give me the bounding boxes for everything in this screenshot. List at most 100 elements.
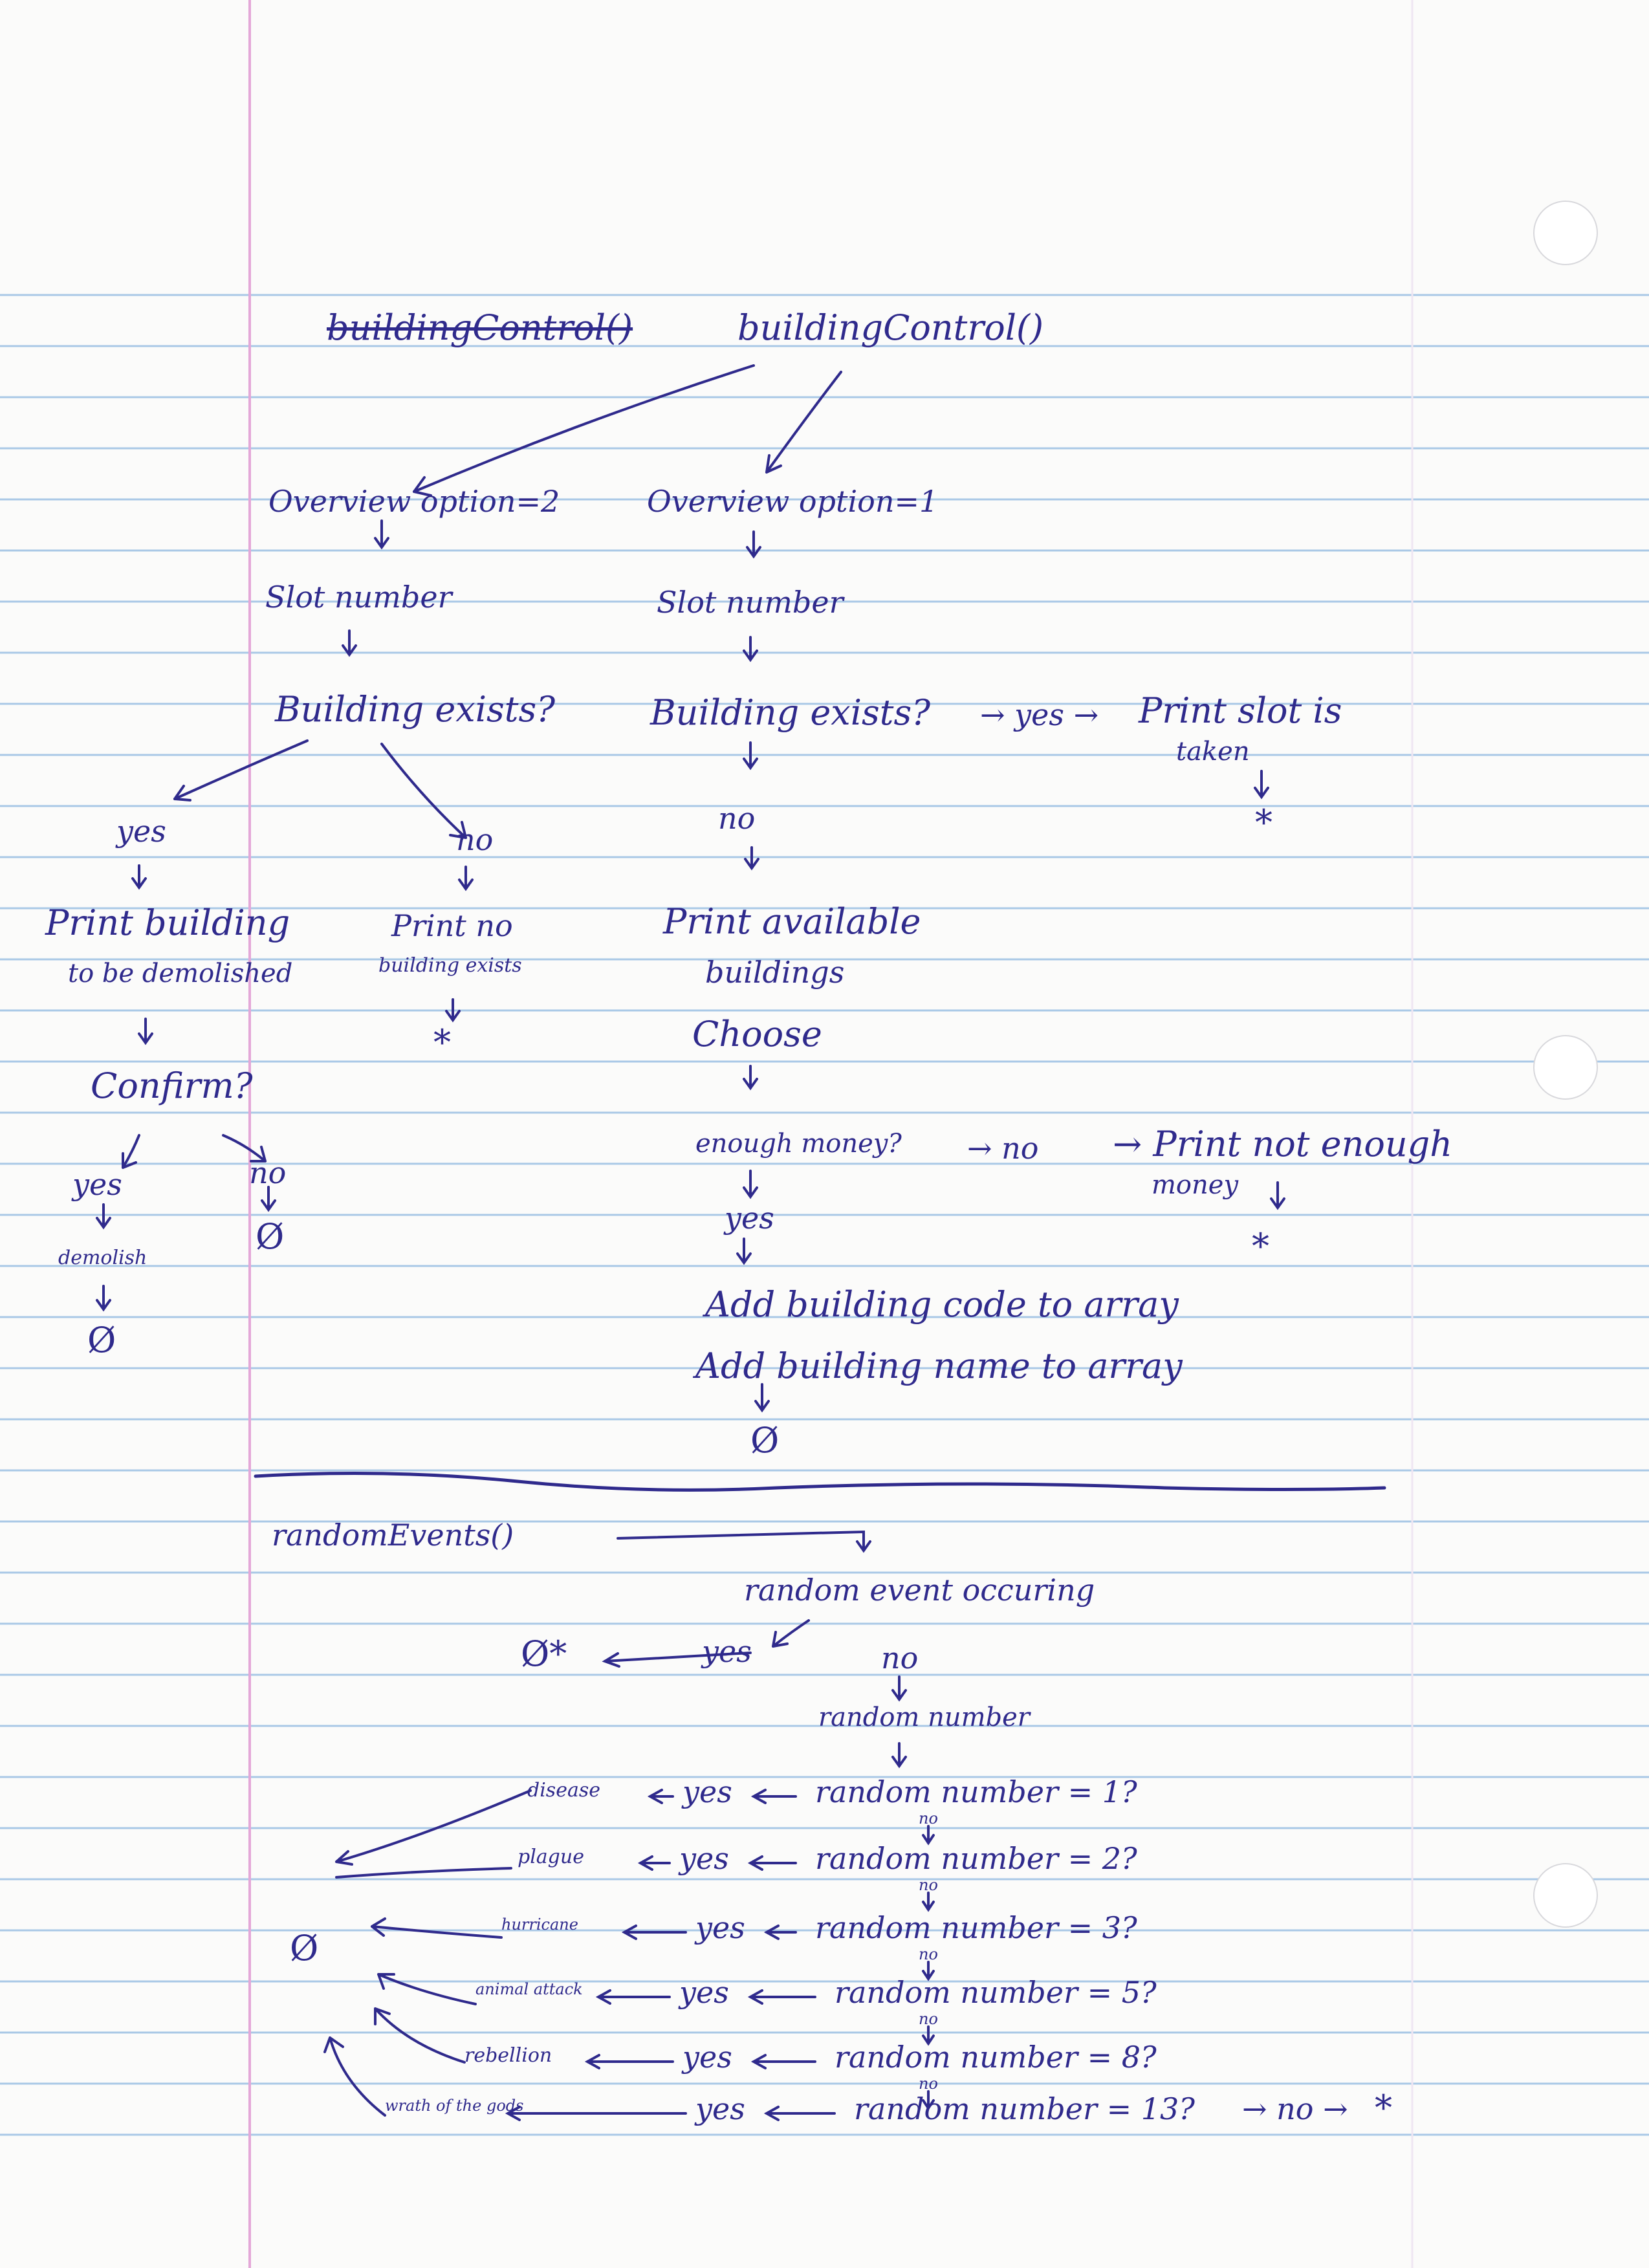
arrow-confirm-no — [222, 1134, 267, 1162]
event-test-label: random number = 2? — [815, 1841, 1137, 1876]
arrow-test-to-yes — [747, 1855, 797, 1871]
arrow-title-to-left — [413, 364, 755, 497]
arrow-yes-to-end — [602, 1652, 752, 1668]
left-option-label: Overview option=2 — [268, 484, 560, 519]
arrow-title-to-right — [765, 371, 842, 474]
print-taken-label-2: taken — [1176, 737, 1250, 767]
occurring-yes-label: yes — [702, 1634, 752, 1669]
arrow-event-no-down — [922, 1825, 935, 1846]
event-result-label: animal attack — [475, 1980, 583, 1998]
arrow-occurring-no-down — [891, 1675, 907, 1702]
end-money-mark: * — [1252, 1226, 1269, 1267]
print-demolish-label-2: to be demolished — [68, 959, 293, 988]
arrow-animal-to-end — [377, 1973, 477, 2005]
right-slot-label: Slot number — [657, 585, 844, 620]
print-available-label-2: buildings — [705, 955, 845, 990]
arrow-event-no-down — [922, 1892, 935, 1912]
binder-hole-bottom — [1533, 1863, 1598, 1928]
print-no-building-label-1: Print no — [391, 908, 513, 943]
arrow-demolish-down — [96, 1285, 111, 1312]
right-exists-label: Building exists? — [650, 692, 931, 733]
right-option-label: Overview option=1 — [647, 484, 939, 519]
event-yes-label: yes — [695, 2091, 745, 2126]
event-result-label: wrath of the gods — [385, 2097, 524, 2115]
event-result-label: rebellion — [464, 2044, 552, 2067]
arrow-nobuilding-down — [445, 998, 461, 1023]
right-yes-branch: → yes → — [980, 697, 1099, 732]
crossed-out-title: buildingControl() — [327, 307, 633, 348]
confirm-yes-label: yes — [72, 1167, 122, 1202]
add-name-label: Add building name to array — [695, 1346, 1183, 1386]
confirm-label: Confirm? — [91, 1065, 253, 1106]
print-money-label-2: money — [1152, 1170, 1239, 1200]
arrow-yes-to-result — [637, 1855, 671, 1871]
event-yes-label: yes — [683, 2040, 732, 2075]
arrow-test-to-yes — [763, 2106, 836, 2121]
arrow-left-option-down — [374, 519, 389, 550]
end-taken-mark: * — [1255, 802, 1272, 843]
print-taken-label-1: Print slot is — [1139, 690, 1342, 731]
end-confirm-no-mark: Ø — [256, 1216, 285, 1257]
event-yes-label: yes — [683, 1774, 732, 1809]
arrow-confirm-yes — [122, 1134, 140, 1169]
event-yes-label: yes — [679, 1975, 729, 2010]
right-no-label: no — [718, 801, 756, 836]
event-test-label: random number = 1? — [815, 1774, 1137, 1809]
event-yes-label: yes — [695, 1910, 745, 1945]
left-yes-label: yes — [116, 814, 166, 849]
event-no-label: no — [919, 1876, 938, 1894]
arrow-disease-to-end — [335, 1789, 532, 1866]
binder-hole-top — [1533, 201, 1598, 265]
arrow-randnum-down — [891, 1742, 907, 1769]
arrow-event-no-down — [922, 1961, 935, 1981]
arrow-right-no-down — [744, 846, 759, 871]
random-events-title: randomEvents() — [272, 1518, 514, 1553]
event-yes-label: yes — [679, 1841, 729, 1876]
arrow-demolished-down — [138, 1018, 153, 1045]
end-last-mark: * — [1375, 2088, 1392, 2128]
arrow-events-to-occurring — [617, 1530, 871, 1553]
arrow-test-to-yes — [763, 1925, 797, 1940]
arrow-yes-to-result — [595, 1989, 671, 2005]
end-add-mark: Ø — [750, 1420, 780, 1461]
confirm-no-label: no — [249, 1155, 287, 1190]
enough-money-label: enough money? — [695, 1129, 902, 1159]
building-control-title: buildingControl() — [737, 307, 1044, 348]
print-demolish-label-1: Print building — [45, 902, 290, 943]
end-no-building-mark: * — [433, 1022, 451, 1063]
event-no-label: no — [919, 2010, 938, 2028]
event-last-no-label: → no → — [1242, 2091, 1348, 2126]
print-available-label-1: Print available — [663, 901, 921, 942]
arrow-confirm-yes-down — [96, 1203, 111, 1230]
arrow-money-yes-down — [736, 1238, 752, 1265]
event-occurring-label: random event occuring — [744, 1573, 1095, 1608]
horizontal-rules — [0, 294, 1649, 2136]
section-divider — [254, 1472, 1386, 1492]
arrow-event-no-down — [922, 2090, 935, 2111]
event-test-label: random number = 5? — [835, 1975, 1157, 2010]
arrow-exists-to-no — [380, 743, 467, 839]
left-slot-label: Slot number — [265, 580, 452, 615]
arrow-confirm-no-down — [261, 1186, 276, 1212]
print-money-label-1: → Print not enough — [1113, 1124, 1452, 1164]
arrow-rebellion-to-end — [374, 2007, 466, 2064]
money-no-label: → no — [967, 1131, 1039, 1166]
arrow-money-print-down — [1270, 1181, 1285, 1210]
end-final-mark: Ø — [290, 1928, 319, 1968]
arrow-test-to-yes — [747, 1989, 816, 2005]
arrow-right-exists-down — [743, 741, 758, 770]
arrow-money-down — [743, 1170, 758, 1199]
arrow-left-slot-down — [342, 629, 357, 657]
arrow-yes-to-result — [584, 2054, 674, 2069]
arrow-yes-to-result — [505, 2106, 687, 2121]
arrow-add-down — [754, 1383, 770, 1413]
end-yes-mark: Ø* — [521, 1633, 567, 1674]
arrow-occurring-yes — [772, 1619, 810, 1648]
event-no-label: no — [919, 1809, 938, 1827]
arrow-choose-down — [743, 1065, 758, 1091]
end-demolish-mark: Ø — [87, 1320, 116, 1360]
event-result-label: disease — [527, 1779, 600, 1802]
event-result-label: hurricane — [501, 1915, 578, 1934]
